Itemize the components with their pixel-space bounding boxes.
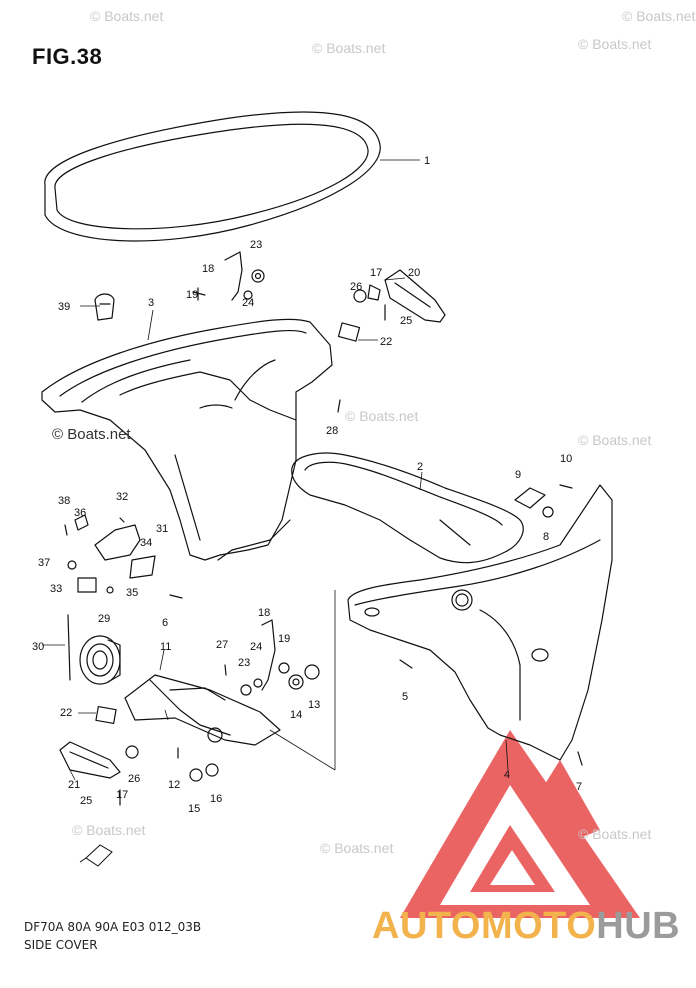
bolts xyxy=(64,287,583,766)
callout-21: 21 xyxy=(68,779,80,791)
callout-12: 12 xyxy=(168,779,180,791)
callout-numbers: 1 2 3 4 5 6 7 8 9 10 11 12 13 14 15 16 1… xyxy=(32,155,582,815)
callout-22-upper: 22 xyxy=(380,336,392,348)
part-39-clip xyxy=(94,293,115,321)
brand-logo-triangle xyxy=(400,730,640,918)
callout-31: 31 xyxy=(156,523,168,535)
callout-28: 28 xyxy=(326,425,338,437)
model-code: DF70A 80A 90A E03 012_03B xyxy=(24,920,202,934)
callout-19-upper: 19 xyxy=(186,289,198,301)
part-11-bracket xyxy=(124,674,281,746)
callout-20: 20 xyxy=(408,267,420,279)
callout-36: 36 xyxy=(74,507,86,519)
part-18-rod-upper xyxy=(224,251,243,301)
figure-caption: SIDE COVER xyxy=(24,938,98,952)
brand-part-1: AUTOMOTO xyxy=(372,905,597,947)
callout-11: 11 xyxy=(160,641,171,653)
part-2-frame xyxy=(291,452,524,564)
callout-39: 39 xyxy=(58,301,70,313)
callout-25-lower: 25 xyxy=(80,795,92,807)
brand-part-2: HUB xyxy=(596,905,681,947)
callout-19-lower: 19 xyxy=(278,633,290,645)
forward-arrow-icon xyxy=(79,844,113,867)
callout-32: 32 xyxy=(116,491,128,503)
watermark: © Boats.net xyxy=(622,8,696,24)
callout-17-upper: 17 xyxy=(370,267,382,279)
callout-23-upper: 23 xyxy=(250,239,262,251)
callout-29: 29 xyxy=(98,613,110,625)
callout-7: 7 xyxy=(576,781,582,793)
callout-17-lower: 17 xyxy=(116,789,128,801)
watermark: © Boats.net xyxy=(578,432,652,448)
callout-4: 4 xyxy=(504,769,510,781)
part-20-handle xyxy=(384,269,446,323)
callout-18-upper: 18 xyxy=(202,263,214,275)
callout-13: 13 xyxy=(308,699,320,711)
part-29-grommet xyxy=(79,635,121,685)
callout-10: 10 xyxy=(560,453,572,465)
part-22-latch-upper xyxy=(337,322,361,342)
callout-9: 9 xyxy=(515,469,521,481)
callout-25-upper: 25 xyxy=(400,315,412,327)
callout-23-lower: 23 xyxy=(238,657,250,669)
callout-3: 3 xyxy=(148,297,154,309)
callout-2: 2 xyxy=(417,461,423,473)
watermark: © Boats.net xyxy=(312,40,386,56)
callout-33: 33 xyxy=(50,583,62,595)
callout-35: 35 xyxy=(126,587,138,599)
watermark: © Boats.net xyxy=(90,8,164,24)
callout-38: 38 xyxy=(58,495,70,507)
callout-5: 5 xyxy=(402,691,408,703)
watermark: © Boats.net xyxy=(578,36,652,52)
part-22-latch-lower xyxy=(95,705,117,725)
callout-30: 30 xyxy=(32,641,44,653)
part-4-side-cover-lower xyxy=(347,484,613,761)
watermark: © Boats.net xyxy=(320,840,394,856)
callout-24-upper: 24 xyxy=(242,297,254,309)
part-33-holder xyxy=(77,577,97,593)
callout-1: 1 xyxy=(424,155,430,167)
part-30-cable-tie xyxy=(67,614,71,681)
callout-22-lower: 22 xyxy=(60,707,72,719)
callout-34: 34 xyxy=(140,537,152,549)
part-21-handle xyxy=(59,741,121,779)
watermark: © Boats.net xyxy=(72,822,146,838)
callout-37: 37 xyxy=(38,557,50,569)
part-31-bracket xyxy=(74,514,141,561)
watermark: © Boats.net xyxy=(52,426,131,443)
part-3-side-cover-upper xyxy=(41,318,333,561)
part-34-pad xyxy=(129,555,156,579)
callout-18-lower: 18 xyxy=(258,607,270,619)
callout-26-lower: 26 xyxy=(128,773,140,785)
leader-lines xyxy=(42,159,509,781)
callout-14: 14 xyxy=(290,709,302,721)
callout-26-upper: 26 xyxy=(350,281,362,293)
part-18-rod-lower xyxy=(261,619,276,691)
callout-24-lower: 24 xyxy=(250,641,262,653)
small-hardware xyxy=(67,269,554,806)
watermark: © Boats.net xyxy=(578,826,652,842)
callout-6: 6 xyxy=(162,617,168,629)
watermark: © Boats.net xyxy=(345,408,419,424)
part-1-seal xyxy=(44,111,381,242)
callout-27: 27 xyxy=(216,639,228,651)
callout-8: 8 xyxy=(543,531,549,543)
callout-15: 15 xyxy=(188,803,200,815)
brand-wordmark: AUTOMOTOHUB xyxy=(372,905,680,948)
figure-title: FIG.38 xyxy=(32,44,103,69)
callout-16: 16 xyxy=(210,793,222,805)
